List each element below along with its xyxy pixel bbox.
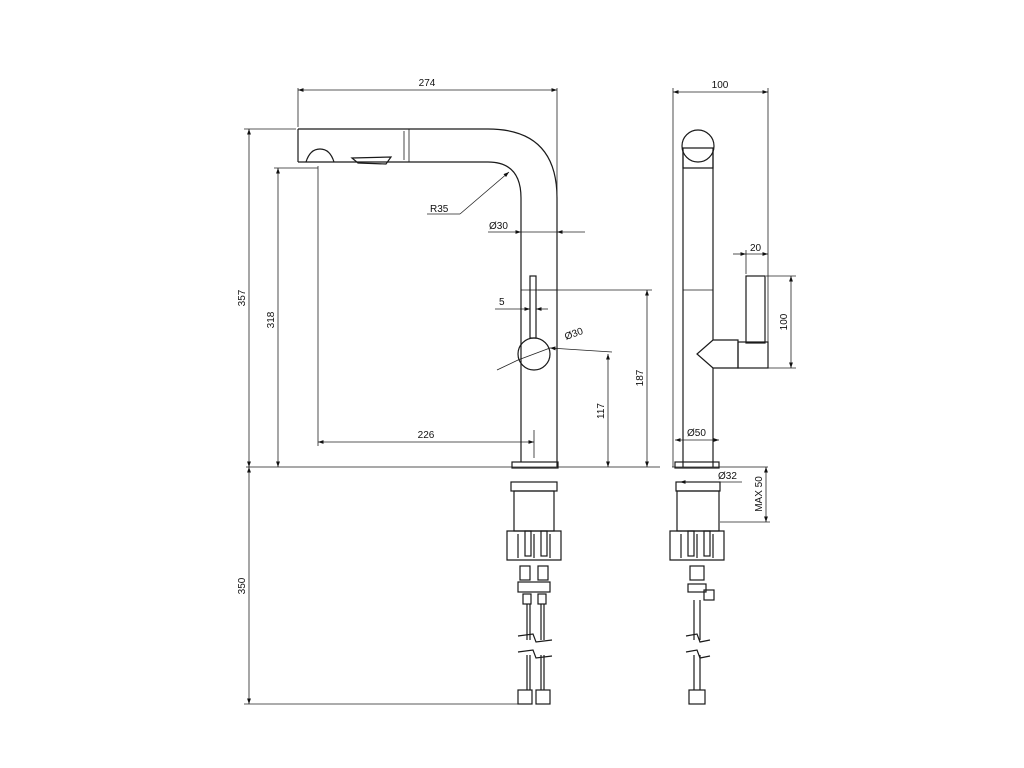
mount-nut bbox=[510, 481, 558, 492]
base-ring-side bbox=[674, 461, 720, 469]
spout-top-circle bbox=[681, 129, 715, 163]
spray-button bbox=[350, 156, 393, 165]
lever-cartridge-side bbox=[737, 341, 769, 369]
dim-side-lever-height: 100 bbox=[779, 313, 790, 330]
supply-hoses-side bbox=[685, 565, 715, 705]
dim-bend-radius: R35 bbox=[430, 204, 449, 215]
spray-head-side bbox=[682, 147, 714, 169]
dim-hole-diameter: Ø32 bbox=[718, 471, 737, 482]
lever-handle bbox=[529, 275, 537, 339]
dim-total-height: 357 bbox=[237, 289, 248, 306]
dim-max-deck-thickness: MAX 50 bbox=[754, 476, 765, 512]
spray-nozzle bbox=[305, 148, 335, 163]
dim-lever-top-height: 187 bbox=[635, 369, 646, 386]
dim-base-diameter: Ø50 bbox=[687, 428, 706, 439]
dim-below-deck-length: 350 bbox=[237, 577, 248, 594]
front-view: 274 357 318 226 R35 Ø30 5 Ø30 bbox=[237, 78, 660, 705]
dim-spout-height: 318 bbox=[266, 311, 277, 328]
lever-hub-side bbox=[696, 339, 739, 369]
dim-spout-diameter: Ø30 bbox=[489, 221, 508, 232]
lever-hub bbox=[517, 337, 551, 371]
spout-inner-edge bbox=[298, 161, 522, 462]
lever-handle-side bbox=[745, 275, 766, 344]
dim-lever-thickness: 5 bbox=[499, 297, 505, 308]
mount-block bbox=[513, 490, 555, 532]
dim-spout-reach: 226 bbox=[418, 430, 435, 441]
dim-lever-center-height: 117 bbox=[596, 403, 607, 419]
side-view: 100 20 100 Ø50 Ø32 MAX 50 bbox=[669, 80, 796, 705]
dim-line-radius bbox=[459, 171, 510, 215]
supply-hoses-front bbox=[517, 565, 553, 705]
dim-side-width: 100 bbox=[712, 80, 729, 91]
dim-side-lever-offset: 20 bbox=[750, 243, 762, 254]
base-ring bbox=[511, 461, 559, 469]
dim-lever-diameter: Ø30 bbox=[563, 326, 585, 343]
dim-total-width: 274 bbox=[419, 78, 436, 89]
